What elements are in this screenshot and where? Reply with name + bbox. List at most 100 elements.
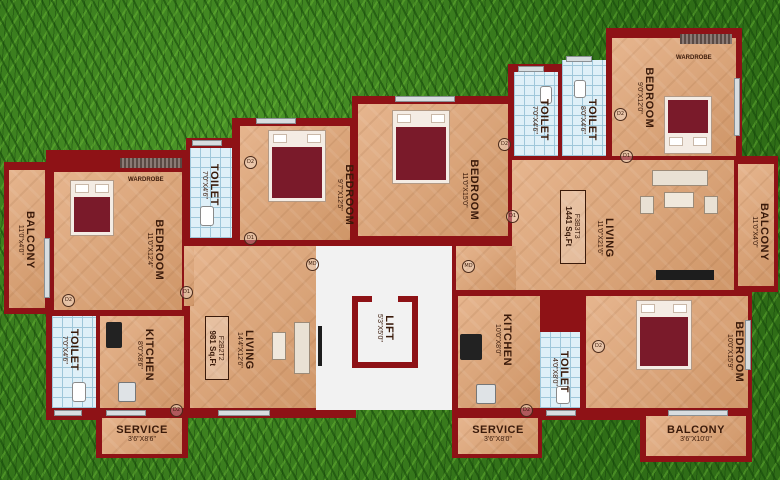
room-dims: 3'6"X10'0" [680,436,712,444]
door-tag: MD [306,258,319,271]
window [192,140,222,146]
room-dims: 9'0"X12'0" [635,82,643,114]
room-label: BEDROOM 11'0"X15'0" [460,140,480,240]
door-tag: D1 [506,210,519,223]
toilet-fixture [556,386,570,404]
stove [106,322,122,348]
door-tag: D2 [244,156,257,169]
room-label: BALCONY 11'0"X4'0" [750,192,770,272]
bed [70,180,114,236]
room-dims: 11'0"X21'6" [595,220,603,256]
window [745,320,751,370]
room-name: BEDROOM [732,321,745,383]
tv-unit [656,270,714,280]
room-label: BEDROOM 9'0"X12'0" [635,53,655,143]
window [734,78,740,136]
sofa [294,322,310,374]
bed [664,96,712,154]
toilet-fixture [540,86,552,104]
area-label: F2B2T2 981 Sq.Ft [208,318,225,378]
armchair [640,196,654,214]
room-name: BEDROOM [152,219,165,281]
room-name: KITCHEN [142,328,155,382]
armchair [704,196,718,214]
door-tag: D2 [520,404,533,417]
coffee-table [664,192,694,208]
stove [460,334,482,360]
room-name: TOILET [557,350,570,393]
room-name: BEDROOM [467,159,480,221]
room-label: TOILET 7'0"X4'6" [530,90,550,150]
window [54,410,82,416]
lift-name: LIFT [382,315,395,341]
lift-door-gap [372,294,398,304]
left-service [102,418,182,454]
door-tag: D1 [180,286,193,299]
room-dims: 7'0"X4'6" [60,335,68,364]
room-label: BALCONY 11'0"x4'0" [16,200,36,280]
room-name: SERVICE [472,424,524,436]
toilet-fixture [72,382,86,402]
bed [268,130,326,202]
room-label: BEDROOM 10'0"X15'9" [725,307,745,397]
room-label: TOILET 4'0"X8'0" [550,342,570,402]
room-dims: 11'0"X4'0" [750,216,758,248]
window [256,118,296,124]
room-dims: 3'6"X8'6" [128,436,156,444]
window [546,410,576,416]
left-balcony [9,170,45,308]
area-box [205,316,229,380]
sink [118,382,136,402]
room-dims: 7'0"X4'6" [200,170,208,199]
lift-label: LIFT 5'3"X5'0" [375,298,395,358]
room-label: LIVING 14'4"X12'6" [235,310,255,390]
room-dims: 10'0"X15'9" [725,334,733,370]
coffee-table [272,332,286,360]
tv-unit [318,326,322,366]
room-label: TOILET 7'0"X4'6" [200,155,220,215]
right-toilet-b [562,60,606,156]
area-sqft: 981 Sq.Ft [208,330,218,367]
room-label: BALCONY 3'6"X10'0" [650,424,742,444]
toilet-fixture [200,206,214,226]
window [106,410,146,416]
door-tag: D1 [244,232,257,245]
room-name: TOILET [537,98,550,141]
door-tag: MD [462,260,475,273]
area-code: F2B2T2 [217,335,225,361]
room-name: SERVICE [116,424,168,436]
wardrobe-label: WARDROBE [128,177,164,183]
room-label: KITCHEN 8'0"X8'6" [135,310,155,400]
lift-shaft [358,302,412,362]
window [218,410,270,416]
room-dims: 7'0"X4'6" [530,105,538,134]
area-label: F3B3T3 1441 Sq.Ft [564,196,581,256]
room-dims: 14'4"X12'6" [235,332,243,368]
right-balcony-bottom [646,416,746,456]
window [566,56,592,62]
right-balcony [738,164,774,286]
door-tag: D2 [62,294,75,307]
area-sqft: 1441 Sq.Ft [564,206,574,247]
area-box [560,190,586,264]
room-label: TOILET 7'0"X4'6" [60,320,80,380]
room-label: BEDROOM 9'7"X12'5" [335,150,355,240]
room-dims: 11'0"X15'0" [460,172,468,208]
bed [392,110,450,184]
area-code: F3B3T3 [573,213,581,239]
wardrobe [680,34,732,44]
room-dims: 9'7"X12'5" [335,179,343,211]
room-label: SERVICE 3'6"X8'6" [102,424,182,444]
room-dims: 8'0"X8'6" [135,340,143,369]
door-tag: D2 [498,138,511,151]
room-name: BEDROOM [342,164,355,226]
room-label: BEDROOM 11'0"X12'4" [145,200,165,300]
room-dims: 8'0"X4'6" [578,105,586,134]
room-dims: 4'0"X8'0" [550,357,558,386]
room-label: LIVING 11'0"X21'6" [595,198,615,278]
room-dims: 3'6"X8'0" [484,436,512,444]
room-dims: 11'0"X12'4" [145,232,153,268]
window [518,66,544,72]
room-name: BALCONY [23,210,36,269]
room-name: TOILET [207,163,220,206]
